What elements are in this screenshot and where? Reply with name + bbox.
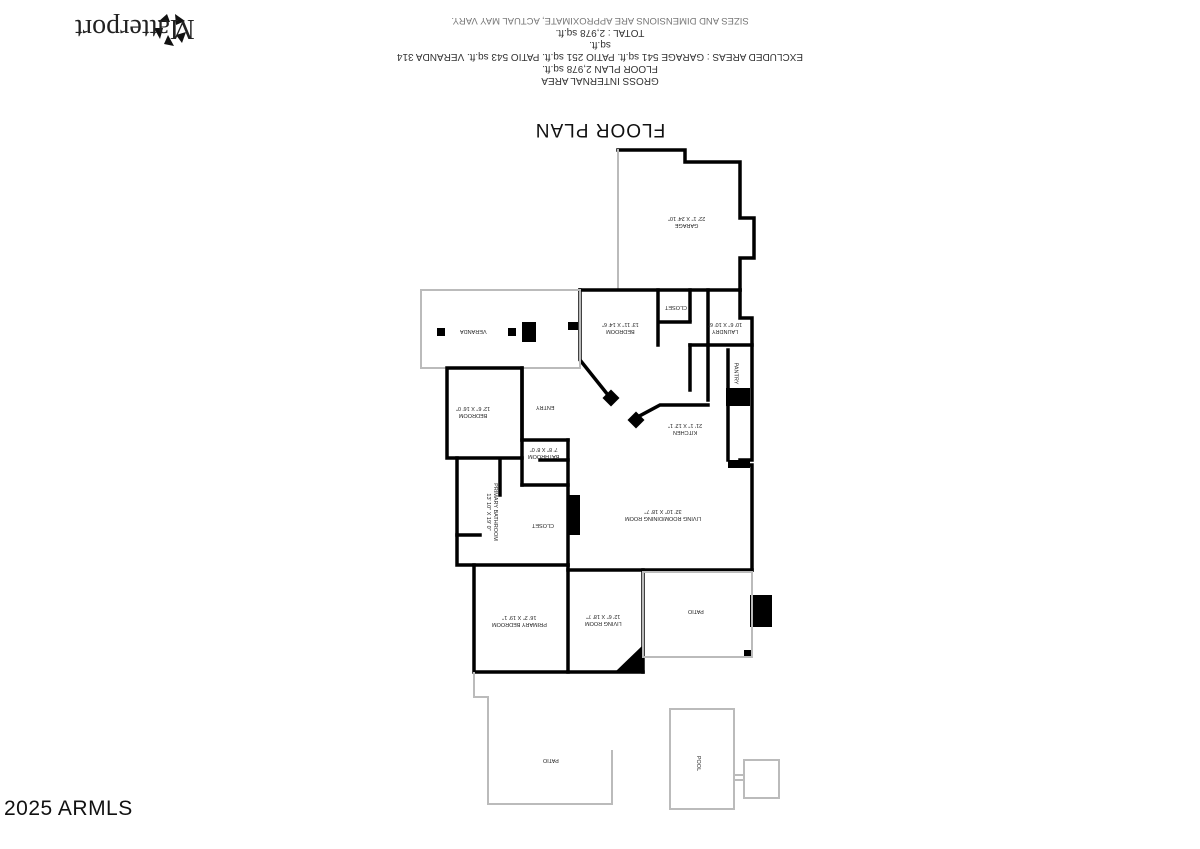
room-name: PANTRY xyxy=(732,362,739,385)
room-pool: POOL xyxy=(694,756,701,771)
room-name: VERANDA xyxy=(460,328,487,334)
room-name: LIVING ROOM xyxy=(585,620,622,626)
room-kitchen: KITCHEN 21' 1" x 12' 1" xyxy=(668,421,702,435)
room-name: CLOSET xyxy=(665,304,688,310)
room-dims: 32' 10" x 18' 7" xyxy=(644,508,682,514)
copyright-watermark: 2025 ARMLS xyxy=(4,797,133,820)
room-name: LIVING ROOM/DINING ROOM xyxy=(625,515,702,521)
room-closet-1: CLOSET xyxy=(665,303,687,310)
room-bathroom: BATHROOM 7' 8" x 8' 0" xyxy=(528,445,559,459)
room-name: PRIMARY BATHROOM xyxy=(491,483,498,541)
room-living-dining: LIVING ROOM/DINING ROOM 32' 10" x 18' 7" xyxy=(625,507,701,521)
room-bedroom-2: BEDROOM 12' 6" x 16' 0" xyxy=(456,404,490,418)
room-name: GARAGE xyxy=(674,222,699,228)
room-living-room: LIVING ROOM 12' 6" x 18' 7" xyxy=(585,612,622,626)
room-name: PATIO xyxy=(688,608,704,614)
room-name: PATIO xyxy=(543,757,559,763)
room-primary-bedroom: PRIMARY BEDROOM 16' 2" x 19' 1" xyxy=(492,613,547,627)
room-closet-2: CLOSET xyxy=(532,521,554,528)
room-name: BATHROOM xyxy=(528,453,560,459)
room-dims: 21' 1" x 12' 1" xyxy=(668,422,703,428)
room-patio-1: PATIO xyxy=(688,607,704,614)
room-patio-2: PATIO xyxy=(543,756,559,763)
matterport-logo-icon xyxy=(154,14,186,46)
room-primary-bathroom: PRIMARY BATHROOM 13' 10" x 19' 0" xyxy=(484,483,498,541)
room-entry: ENTRY xyxy=(536,403,555,410)
room-dims: 16' 2" x 19' 1" xyxy=(502,614,537,620)
room-dims: 13' 11" x 14' 6" xyxy=(602,321,639,327)
room-dims: 7' 8" x 8' 0" xyxy=(529,446,558,452)
room-dims: 10' 6" x 10' 6" xyxy=(708,321,743,327)
room-dims: 12' 6" x 18' 7" xyxy=(586,613,621,619)
room-name: CLOSET xyxy=(532,522,555,528)
room-name: BEDROOM xyxy=(606,328,635,334)
room-name: POOL xyxy=(695,755,702,772)
room-veranda: VERANDA xyxy=(460,327,487,334)
room-garage: GARAGE 22' 1" x 24' 10" xyxy=(668,214,705,228)
room-bedroom-1: BEDROOM 13' 11" x 14' 6" xyxy=(602,320,639,334)
room-pantry: PANTRY xyxy=(731,363,738,385)
room-name: PRIMARY BEDROOM xyxy=(492,621,547,627)
room-dims: 13' 10" x 19' 0" xyxy=(484,493,491,531)
room-dims: 12' 6" x 16' 0" xyxy=(456,405,491,411)
room-name: BEDROOM xyxy=(458,412,488,418)
matterport-logo: Matterport xyxy=(10,8,195,50)
room-laundry: LAUNDRY 10' 6" x 10' 6" xyxy=(708,320,742,334)
room-name: KITCHEN xyxy=(673,429,698,435)
room-name: ENTRY xyxy=(536,404,555,410)
room-dims: 22' 1" x 24' 10" xyxy=(668,215,706,221)
room-name: LAUNDRY xyxy=(711,328,739,334)
